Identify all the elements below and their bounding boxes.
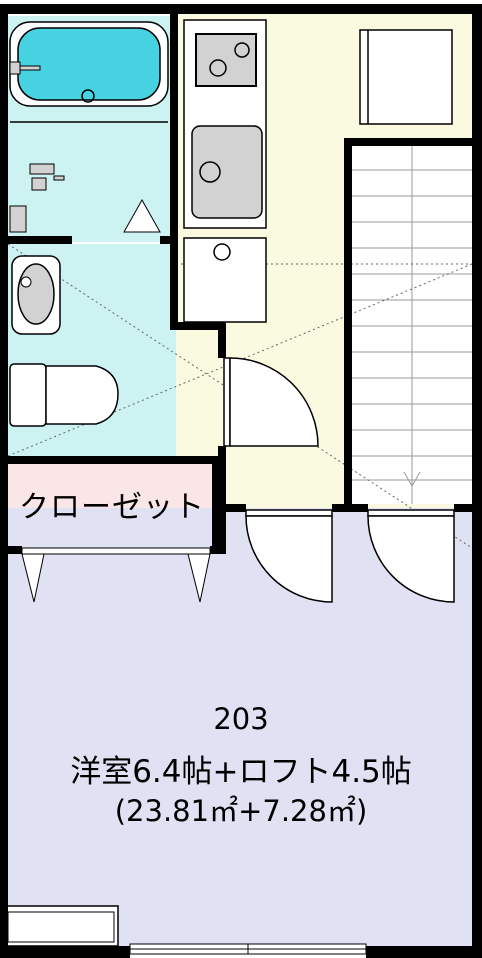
walls — [0, 4, 482, 958]
shower-shelf — [9, 205, 27, 233]
washer-space — [359, 29, 453, 125]
main-room-area — [8, 508, 472, 948]
stove-icon — [195, 33, 257, 87]
toilet-door — [223, 357, 319, 447]
stove-burner-icon — [209, 42, 250, 77]
shower-faucet-icon — [29, 163, 65, 191]
room-door-right — [367, 509, 455, 603]
room-door-left — [245, 509, 333, 603]
toilet-tank — [9, 363, 47, 427]
bathtub-drain-icon — [81, 89, 95, 103]
washbasin-bowl — [17, 263, 55, 325]
stair-arrow-icon — [403, 471, 421, 487]
bath-door-icon — [123, 198, 161, 233]
bathtub-basin — [17, 27, 161, 101]
room-name: 洋室6.4帖+ロフト4.5帖 — [70, 754, 412, 790]
room-area: (23.81㎡+7.28㎡) — [114, 794, 368, 828]
kitchen-sink — [191, 125, 263, 219]
toilet-bowl — [45, 365, 119, 425]
sink-drain-icon — [199, 161, 221, 183]
closet-label: クローゼット — [19, 490, 205, 525]
balcony-window — [129, 943, 367, 955]
air-conditioner-inner — [7, 911, 115, 943]
room-number: 203 — [213, 702, 269, 736]
washbasin-drain-icon — [20, 276, 32, 288]
bath-faucet-icon — [9, 61, 41, 75]
refrigerator-icon — [213, 243, 231, 261]
refrigerator-space — [183, 237, 267, 323]
staircase — [352, 146, 472, 504]
